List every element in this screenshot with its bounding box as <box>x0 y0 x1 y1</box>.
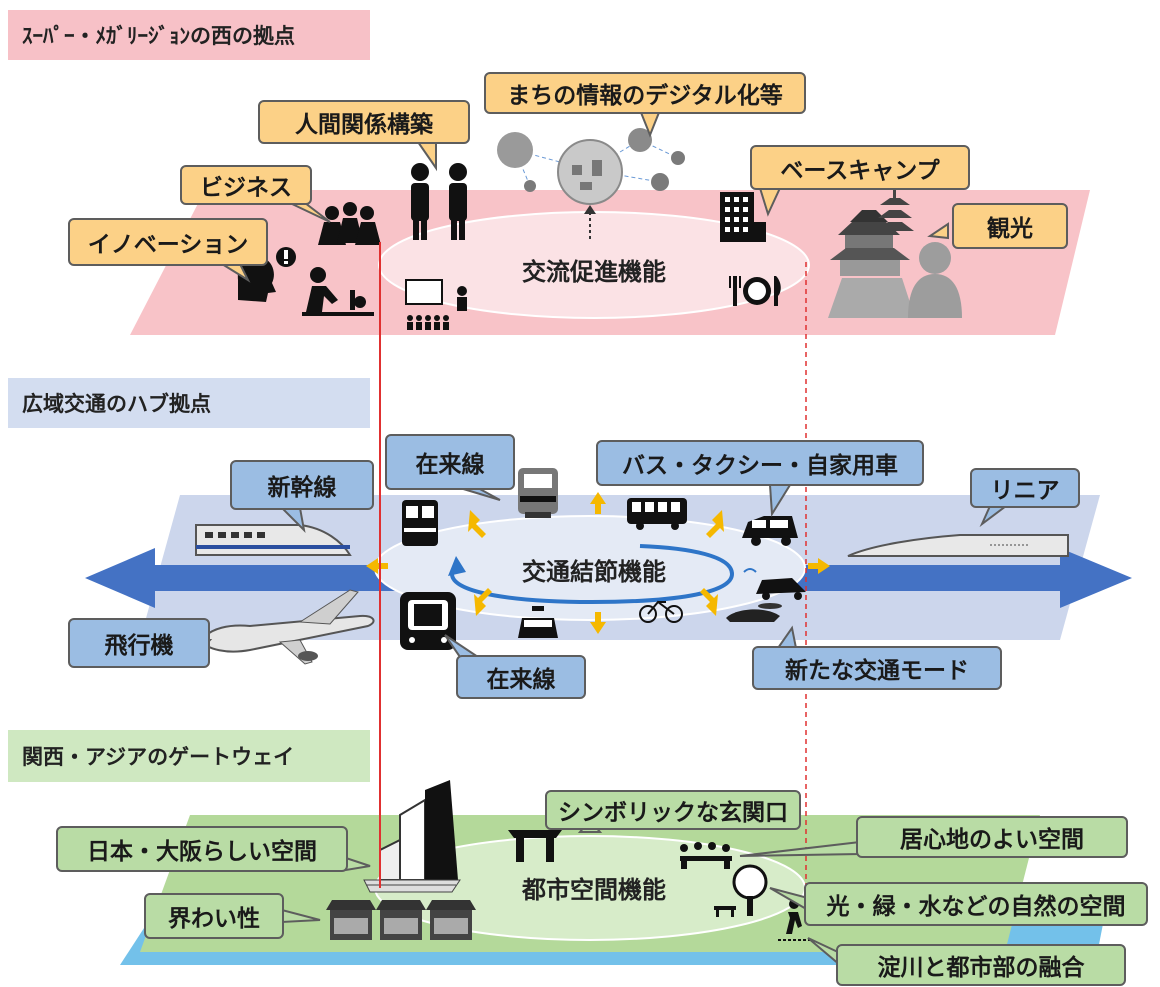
hotel-building-icon <box>720 192 766 242</box>
bus-icon <box>627 498 687 530</box>
callout-comfortable-space: 居心地のよい空間 <box>856 816 1128 858</box>
tree-bench-icon <box>714 864 768 917</box>
subway-icon <box>400 592 456 650</box>
callout-tourism: 観光 <box>952 203 1068 249</box>
castle-icon <box>828 210 915 318</box>
callout-linear: リニア <box>970 468 1080 508</box>
callout-basecamp: ベースキャンプ <box>750 145 970 190</box>
transport-node-label: 交通結節機能 <box>522 558 666 586</box>
callout-new-mobility: 新たな交通モード <box>752 646 1002 690</box>
shops-row-icon <box>326 900 476 940</box>
symbolic-gate-icon <box>508 830 562 862</box>
train-front-icon <box>518 468 558 518</box>
callout-shinkansen: 新幹線 <box>230 460 374 510</box>
callout-yodo-river: 淀川と都市部の融合 <box>836 944 1126 986</box>
taxi-icon <box>518 606 558 638</box>
callout-bus-taxi-car: バス・タクシー・自家用車 <box>596 440 924 486</box>
business-group-icon <box>318 202 381 245</box>
cafe-table-icon <box>680 842 732 869</box>
callout-relationships: 人間関係構築 <box>258 100 470 144</box>
callout-innovation: イノベーション <box>68 218 268 266</box>
urban-space-label: 都市空間機能 <box>522 876 666 904</box>
innovation-head-icon <box>237 247 296 302</box>
callout-conventional-line-top: 在来線 <box>385 434 515 490</box>
new-mobility-icon <box>726 603 782 622</box>
car-icon <box>742 516 798 546</box>
dining-icon <box>729 276 781 306</box>
researcher-icon <box>302 267 374 316</box>
callout-natural-space: 光・緑・水などの自然の空間 <box>804 882 1148 926</box>
yellow-arrows <box>366 492 830 634</box>
circulation-arrow <box>448 544 735 605</box>
callout-liveliness: 界わい性 <box>144 893 284 939</box>
callout-japan-osaka-space: 日本・大阪らしい空間 <box>56 826 348 872</box>
network-spheres-icon <box>497 128 685 205</box>
bottom-layer-header: 関西・アジアのゲートウェイ <box>8 730 370 782</box>
airplane-icon <box>200 589 375 665</box>
dotted-pointer-head <box>584 205 596 214</box>
local-train-icon <box>402 500 438 546</box>
callout-digitalization: まちの情報のデジタル化等 <box>484 72 806 114</box>
callout-airplane: 飛行機 <box>68 618 210 668</box>
pagoda-icon <box>876 190 914 231</box>
callout-business: ビジネス <box>180 165 312 205</box>
callout-conventional-line-bottom: 在来線 <box>456 655 586 699</box>
presentation-icon <box>405 279 467 330</box>
exchange-promotion-label: 交流促進機能 <box>522 258 666 286</box>
handshake-people-icon <box>411 163 467 240</box>
top-layer-header: ｽｰﾊﾟｰ・ﾒｶﾞﾘｰｼﾞｮﾝの西の拠点 <box>8 10 370 60</box>
maglev-icon <box>847 534 1069 557</box>
modern-buildings-icon <box>363 780 461 893</box>
callout-symbolic-entrance: シンボリックな玄関口 <box>545 790 801 830</box>
buddha-statue-icon <box>908 242 962 318</box>
autonomous-car-icon <box>743 568 806 600</box>
middle-layer-header: 広域交通のハブ拠点 <box>8 378 370 428</box>
bicycle-icon <box>639 600 683 623</box>
